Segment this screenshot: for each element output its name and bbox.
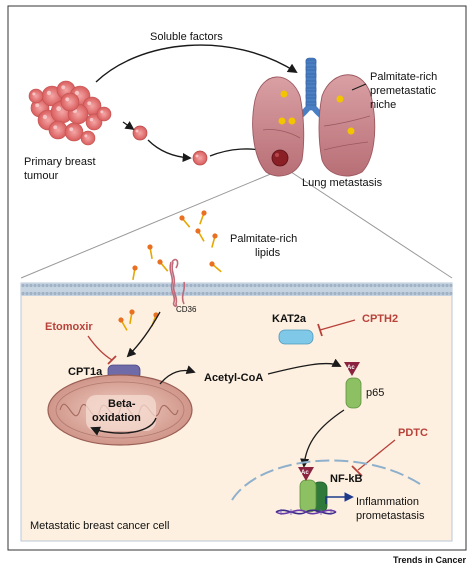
p65-label: p65 — [366, 387, 384, 399]
cpth2-label: CPTH2 — [362, 313, 398, 325]
beta-oxidation-label-2: oxidation — [92, 412, 141, 424]
nfkb-complex — [298, 467, 328, 513]
cell-label: Metastatic breast cancer cell — [30, 520, 169, 532]
etomoxir-label: Etomoxir — [45, 321, 93, 333]
pdtc-label: PDTC — [398, 427, 428, 439]
soluble-factors-label: Soluble factors — [150, 31, 223, 43]
niche-label-1: Palmitate-rich — [370, 71, 437, 83]
beta-oxidation-cycle — [90, 417, 157, 436]
lipid-icons — [118, 210, 222, 331]
nfkb-label: NF-kB — [330, 473, 362, 485]
kat2a-label: KAT2a — [272, 313, 307, 325]
ac-label-nucleus: Ac — [301, 470, 309, 476]
primary-tumour-label-2: tumour — [24, 170, 59, 182]
zoom-cone — [20, 167, 453, 279]
receptor-icon — [169, 258, 186, 307]
cd36-label: CD36 — [176, 305, 197, 314]
nuclear-envelope — [231, 459, 421, 501]
footer-brand: Trends in Cancer — [392, 555, 466, 565]
acetylation-arrow — [267, 358, 342, 375]
transcription-arrow — [325, 492, 354, 504]
acetyl-coa-arrow — [159, 365, 196, 385]
primary-tumour-label: Primary breast — [24, 156, 96, 168]
circulating-tumour-cell-icon — [132, 125, 208, 166]
niche-label-2: premetastatic — [370, 85, 437, 97]
pdtc-inhibition — [357, 439, 396, 471]
cpt1a-label: CPT1a — [68, 366, 103, 378]
p65-protein — [344, 362, 362, 409]
acetyl-coa-label: Acetyl-CoA — [204, 372, 263, 384]
metastasis-arrows — [95, 44, 298, 163]
kat2a-protein — [278, 329, 314, 345]
outcome-label-1: Inflammation — [356, 496, 419, 508]
niche-pointer-line — [351, 83, 367, 91]
beta-oxidation-label-1: Beta- — [108, 398, 136, 410]
dna-icon — [275, 509, 337, 515]
cpth2-inhibition — [319, 319, 356, 331]
lipids-label-2: lipids — [255, 247, 281, 259]
niche-label-3: niche — [370, 99, 396, 111]
lung-icon — [252, 57, 376, 177]
lipids-label-1: Palmitate-rich — [230, 233, 297, 245]
outcome-label-2: prometastasis — [356, 510, 425, 522]
uptake-arrow — [126, 311, 161, 358]
tumour-cluster-icon — [28, 80, 112, 146]
cell-membrane — [21, 283, 453, 296]
etomoxir-inhibition — [87, 335, 113, 361]
ac-label: Ac — [347, 365, 355, 371]
translocation-arrow — [300, 409, 345, 468]
lung-metastasis-label: Lung metastasis — [302, 177, 383, 189]
